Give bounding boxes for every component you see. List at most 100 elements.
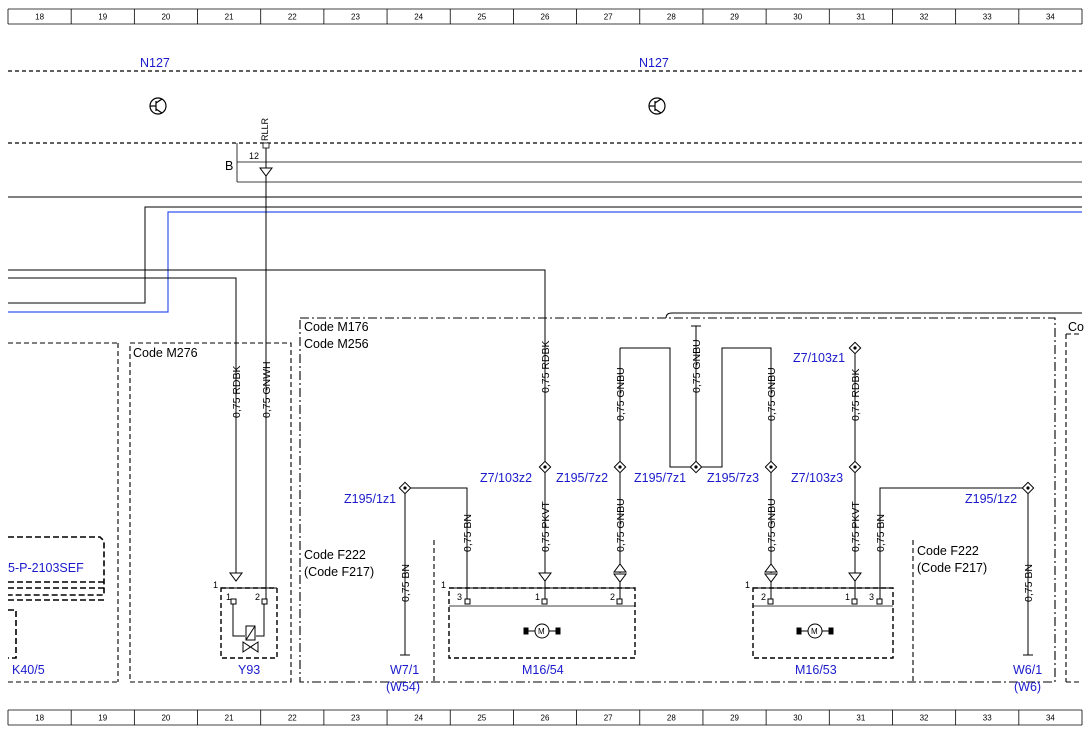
pin-number: 2 [761, 592, 766, 602]
bus-lines [8, 70, 1082, 573]
section-label: Code M176 [304, 320, 369, 334]
ruler-number: 20 [161, 13, 170, 22]
ruler-number: 26 [541, 714, 550, 723]
ruler-number: 19 [98, 714, 107, 723]
pin-number: 1 [535, 592, 540, 602]
ruler-number: 30 [793, 714, 802, 723]
section-label: (Code F217) [304, 565, 374, 579]
connector-label: 5-P-2103SEF [8, 561, 84, 575]
section-label: (Code F217) [917, 561, 987, 575]
splice-node [764, 460, 778, 474]
splice-node [1021, 481, 1035, 495]
pin-number: 1 [845, 592, 850, 602]
component-label: (W6) [1014, 680, 1041, 694]
splice-node [848, 341, 862, 355]
module-label-n127: N127 [140, 56, 170, 70]
ruler-number: 34 [1046, 714, 1055, 723]
wire-label: 0,75 RDBK [850, 368, 862, 421]
transistor-icon [648, 97, 666, 115]
motor-icon: M [538, 627, 545, 636]
ruler-number: 26 [541, 13, 550, 22]
module-label-n127: N127 [639, 56, 669, 70]
wire-label: 0,75 BN [1023, 564, 1035, 602]
ruler-number: 23 [351, 714, 360, 723]
ruler-number: 25 [477, 13, 486, 22]
ruler-number: 29 [730, 714, 739, 723]
ruler-number: 33 [983, 714, 992, 723]
ruler-number: 27 [604, 714, 613, 723]
plug-icon [538, 572, 552, 582]
wire-label: 0,75 GNBU [691, 339, 703, 393]
pin-number: 3 [457, 592, 462, 602]
wire-label: 0,75 BN [400, 564, 412, 602]
pin-number: 3 [869, 592, 874, 602]
ruler-number: 34 [1046, 13, 1055, 22]
wire-label: 0,75 GNBU [615, 498, 627, 552]
component-label: M16/54 [522, 663, 564, 677]
component-label: W6/1 [1013, 663, 1042, 677]
wire-label: 0,75 RDBK [540, 340, 552, 393]
ruler-number: 32 [920, 714, 929, 723]
node-label: Z7/103z2 [480, 471, 532, 485]
y93-valve [220, 572, 278, 659]
section-frames [8, 317, 1082, 683]
node-label: Z195/7z1 [634, 471, 686, 485]
splice-node [613, 460, 627, 474]
node-label: Z195/1z1 [344, 492, 396, 506]
wire-label: 0,75 RDBK [231, 365, 243, 418]
wire-label: 0,75 GNBU [766, 498, 778, 552]
splice-node [848, 460, 862, 474]
splice-node [398, 481, 412, 495]
wire-label: 0,75 PKVT [850, 501, 862, 552]
ruler-number: 23 [351, 13, 360, 22]
ruler-number: 29 [730, 13, 739, 22]
wire-label: 0,75 BN [462, 514, 474, 552]
transistor-icon [149, 97, 167, 115]
node-label: Z195/7z2 [556, 471, 608, 485]
pin-number: 1 [441, 580, 446, 590]
m176-wiring [400, 326, 1033, 656]
section-label: Code F222 [304, 548, 366, 562]
ruler-number: 24 [414, 13, 423, 22]
ruler-number: 21 [225, 714, 234, 723]
pin-number: 1 [213, 580, 218, 590]
ruler-bottom-labels: 18 19 20 21 22 23 24 25 26 27 28 29 30 31 32 33 34 [7, 710, 1083, 725]
splice-node [538, 460, 552, 474]
ruler-number: 22 [288, 13, 297, 22]
node-label: Z195/7z3 [707, 471, 759, 485]
pin-number: 2 [255, 592, 260, 602]
ruler-number: 24 [414, 714, 423, 723]
plug-icon [848, 572, 862, 582]
splice-node [689, 460, 703, 474]
component-label: (W54) [386, 680, 420, 694]
ruler-number: 21 [225, 13, 234, 22]
ruler-number: 28 [667, 13, 676, 22]
node-label: Z195/1z2 [965, 492, 1017, 506]
rllr-connector [259, 142, 273, 177]
component-label: W7/1 [390, 663, 419, 677]
motor-icon: M [811, 627, 818, 636]
ruler-number: 27 [604, 13, 613, 22]
component-label: Y93 [238, 663, 260, 677]
section-label: Co [1068, 320, 1084, 334]
ruler-number: 31 [856, 714, 865, 723]
ruler-number: 19 [98, 13, 107, 22]
wire-label: 0,75 BN [875, 514, 887, 552]
wire-label: 0,75 GNBU [615, 367, 627, 421]
ruler-number: 33 [983, 13, 992, 22]
ruler-number: 18 [35, 714, 44, 723]
ruler-number: 25 [477, 714, 486, 723]
pin-label-rllr: RLLR [260, 117, 270, 141]
ruler-number: 22 [288, 714, 297, 723]
pin-number: 1 [226, 592, 231, 602]
node-label: Z7/103z1 [793, 351, 845, 365]
ruler-bottom [8, 709, 1082, 726]
ruler-number: 28 [667, 714, 676, 723]
component-label: M16/53 [795, 663, 837, 677]
ruler-number: 20 [161, 714, 170, 723]
ruler-number: 18 [35, 13, 44, 22]
m16-54-motor [448, 581, 636, 659]
pin-number: 2 [610, 592, 615, 602]
